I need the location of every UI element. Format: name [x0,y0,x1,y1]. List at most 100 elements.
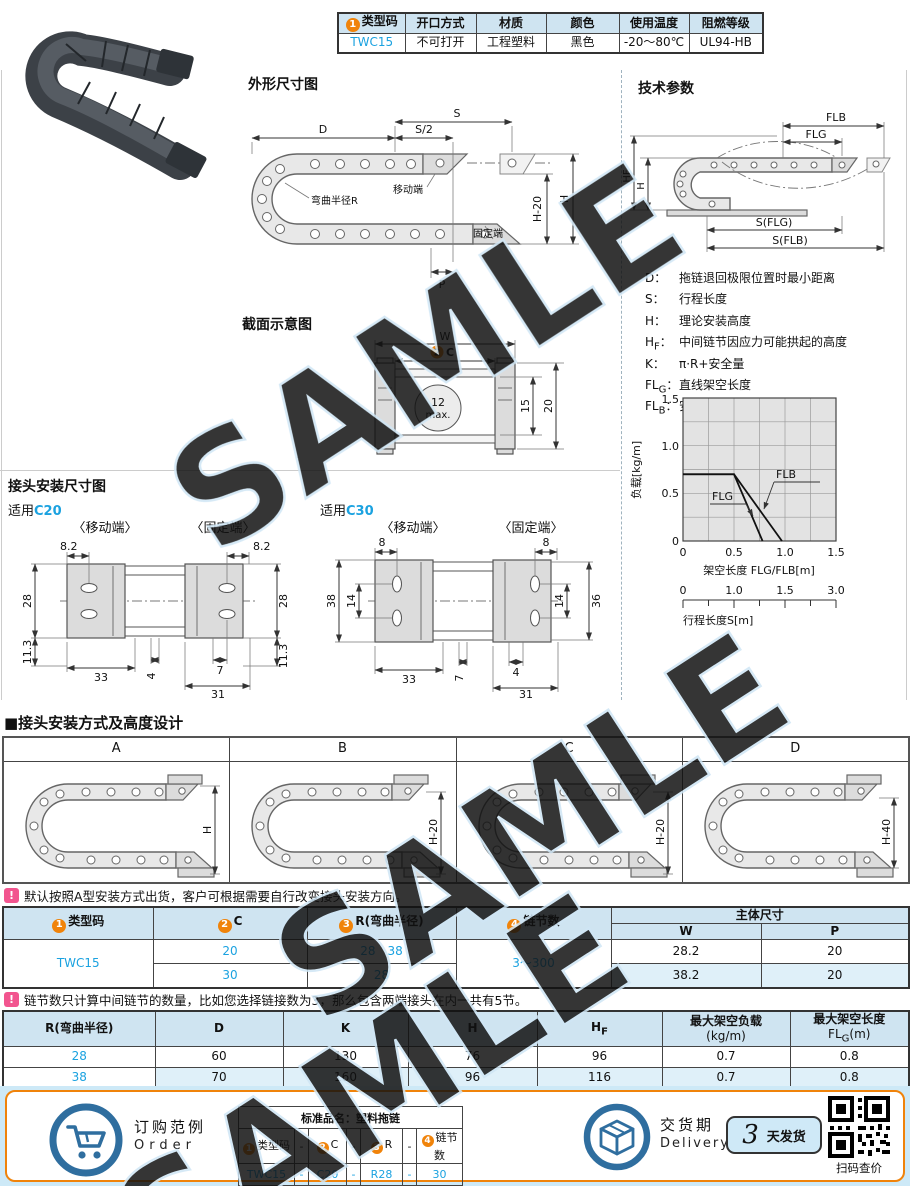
svg-text:3.0: 3.0 [827,584,845,597]
ytick-05: 0.5 [662,487,680,500]
load-col-hf: HF [536,1010,663,1047]
dim-20: 20 [542,399,555,413]
def-d: D：拖链退回极限位置时最小距离 [645,271,836,285]
num-3-icon: 3 [370,1142,383,1154]
c30-dim-36: 36 [590,594,603,608]
c20-dim-31: 31 [211,688,225,698]
value-temp: -20～80℃ [618,32,690,54]
secondary-axis-label: 行程长度S[m] [683,613,753,627]
xtick-05: 0.5 [725,546,743,559]
joint-dim-title: 接头安装尺寸图 [8,479,106,495]
dim-w: W [440,330,451,343]
def-h: H：理论安装高度 [645,313,752,328]
qr-caption: 扫码查价 [836,1161,882,1175]
c20-dim-8-2-left: 8.2 [60,540,78,553]
install-title: ■接头安装方式及高度设计 [4,714,184,732]
label-fixed-end: 固定端 [473,227,503,240]
spec-links: 3～300 [455,939,612,988]
c20-dim-7: 7 [217,664,224,677]
svg-text:H-20: H-20 [427,819,440,845]
install-col-d: D [681,736,910,762]
c20-dim-11-3-left: 11.3 [21,640,34,665]
install-diagram-b: H-20 [228,760,457,884]
product-photo [25,31,207,180]
svg-text:H-40: H-40 [880,819,893,845]
load-col-max-load: 最大架空负载(kg/m) [661,1010,791,1047]
spec-col-p: P [760,923,910,940]
xtick-15: 1.5 [827,546,845,559]
num-4-icon: 4 [421,1135,434,1147]
install-note: ! 默认按照A型安装方式出货，客户可根据需要自行改变接头安装方向。 [4,886,408,905]
left-border [1,70,2,700]
dim-d: D [319,123,327,136]
cart-icon [49,1103,123,1177]
x-axis-label: 架空长度 FLG/FLB[m] [703,563,814,577]
svg-text:0: 0 [680,584,687,597]
cross-section-drawing: 12 max. W 2 C 15 20 [374,330,564,455]
c20-dim-8-2-right: 8.2 [253,540,271,553]
num-1-icon: 1 [345,18,360,33]
spec-col-w: W [610,923,762,940]
ytick-0: 0 [672,535,679,548]
c20-fixed-end-label: 〈固定端〉 [190,521,255,536]
dim-h2: H [636,182,647,190]
col-flame: 阻燃等级 [688,12,764,34]
qr-code [828,1096,890,1158]
delivery-days-badge: 3 天发货 [726,1116,822,1154]
y-axis-label: 负载[kg/m] [629,441,643,499]
spec-r2: 28 [306,963,457,988]
c30-dim-14-left: 14 [345,594,358,608]
dim-hf: HF [622,169,633,183]
value-material: 工程塑料 [475,32,547,54]
dim-p: P [439,278,446,291]
spec-w2: 38.2 [610,963,762,988]
tech-title: 技术参数 [638,81,694,97]
svg-text:H-20: H-20 [654,819,667,845]
svg-text:1.5: 1.5 [776,584,794,597]
column-divider [621,70,622,700]
section-divider [0,470,620,471]
col-opening: 开口方式 [404,12,477,34]
install-methods-table: A B C D H H-20 [2,736,910,884]
def-flg: FLG：直线架空长度 [645,377,752,396]
def-s: S：行程长度 [645,292,728,307]
svg-text:1.0: 1.0 [725,584,743,597]
c30-dim-8-right: 8 [543,536,550,549]
c30-dim-33: 33 [402,673,416,686]
exclamation-icon: ! [4,992,19,1007]
secondary-axis: 0 1.0 1.5 3.0 行程长度S[m] [680,584,845,627]
c30-dim-14-right: 14 [553,594,566,608]
delivery-days-number: 3 [742,1120,759,1150]
c20-dim-11-3-right: 11.3 [277,644,290,669]
right-border [906,70,907,700]
order-label-en: Order [134,1138,196,1153]
dim-sflb: S(FLB) [772,234,808,247]
dim-sflg: S(FLG) [756,216,793,229]
def-hf: HF：中间链节因应力可能拱起的高度 [645,335,848,353]
load-col-d: D [154,1010,284,1047]
svg-text:H: H [201,826,214,834]
dim-15: 15 [519,399,532,413]
order-standard-name: 标准品名：塑料拖链 [237,1106,464,1129]
xtick-10: 1.0 [776,546,794,559]
col-temp: 使用温度 [618,12,690,34]
value-type-code: TWC15 [337,32,406,54]
col-color: 颜色 [545,12,620,34]
spec-r1: 28 38 [306,939,457,964]
spec-c2: 30 [152,963,308,988]
c30-dim-31: 31 [519,688,533,698]
outline-title: 外形尺寸图 [248,77,318,93]
c30-dim-8-left: 8 [379,536,386,549]
c30-label: 适用C30 [320,504,374,519]
value-flame: UL94-HB [688,32,764,54]
ytick-10: 1.0 [662,440,680,453]
install-col-c: C [455,736,683,762]
svg-text:2: 2 [434,348,441,359]
dim-s: S [454,107,461,120]
